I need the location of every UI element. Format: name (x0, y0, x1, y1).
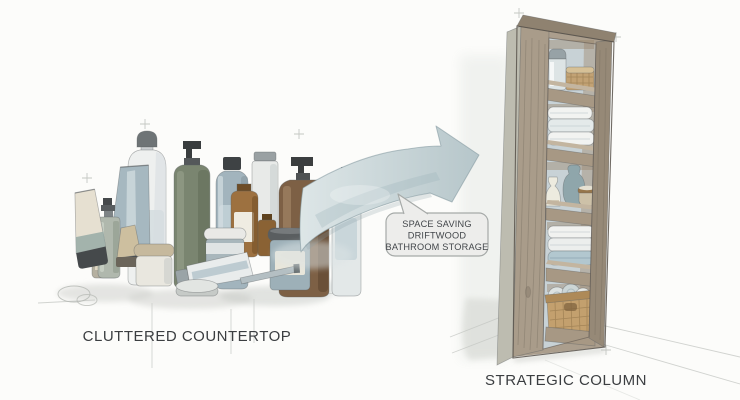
flat-round-tin (175, 279, 219, 297)
bubble-line-1: SPACE SAVING (402, 219, 471, 229)
pencil-tick-marks (82, 8, 621, 355)
tan-lid-cream-jar (133, 243, 175, 287)
cream-squeeze-tube (74, 188, 108, 269)
column-label: STRATEGIC COLUMN (485, 372, 647, 389)
wood-grain (517, 37, 607, 351)
callout-bubble: SPACE SAVING DRIFTWOOD BATHROOM STORAGE (385, 193, 489, 257)
folded-mixed-towels (547, 225, 596, 266)
shelf-boards (544, 80, 598, 347)
transition-arrow (272, 125, 480, 269)
countertop-label: CLUTTERED COUNTERTOP (83, 328, 292, 345)
bubble-line-3: BATHROOM STORAGE (386, 242, 489, 252)
bubble-line-2: DRIFTWOOD (408, 231, 467, 241)
storage-column (496, 14, 617, 366)
folded-white-towels (547, 106, 595, 146)
lidded-bowl (577, 185, 598, 207)
pencil-sketch-circles (57, 285, 98, 306)
